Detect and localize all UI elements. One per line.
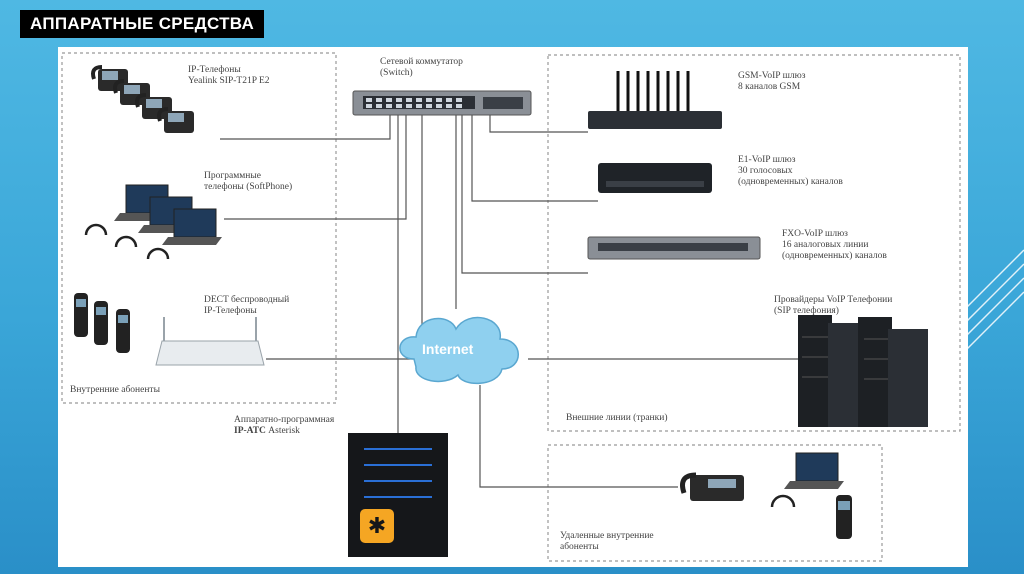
softphone-laptops-icon <box>114 184 222 245</box>
slide-title: АППАРАТНЫЕ СРЕДСТВА <box>20 10 265 38</box>
ip-phones-icon <box>91 65 194 133</box>
svg-text:✱: ✱ <box>368 513 386 538</box>
link-remote <box>479 385 678 488</box>
link-softphones <box>224 113 407 220</box>
fxo-gateway-icon <box>587 236 761 260</box>
remote-subscribers-frame <box>547 444 883 562</box>
e1-gateway-icon <box>598 163 712 193</box>
ip-phones-label: IP-Телефоны Yealink SIP-T21P E2 <box>188 65 270 86</box>
remote-headset-icon <box>770 494 796 508</box>
switch-label: Сетевой коммутатор (Switch) <box>380 57 463 78</box>
pbx-label: Аппаратно-программная IP-АТС Asterisk <box>234 415 335 436</box>
network-diagram: ✱ Сетевой коммутатор (Switch) IP-Телефон… <box>58 47 968 567</box>
internet-label: Internet <box>422 341 474 357</box>
dect-label: DECT беспроводный IP-Телефоны <box>204 295 290 316</box>
network-switch-icon <box>352 90 532 116</box>
decorative-stripes <box>954 249 1024 363</box>
server-rack-icon <box>798 315 928 427</box>
link-e1 <box>471 113 598 202</box>
link-gsm <box>489 113 588 133</box>
internal-group-label: Внутренние абоненты <box>70 385 160 395</box>
remote-dect-handset-icon <box>836 495 852 539</box>
link-fxo <box>461 113 588 274</box>
dect-base-station-icon <box>155 317 265 366</box>
e1-gateway-label: E1-VoIP шлюз 30 голосовых (одновременных… <box>738 155 843 187</box>
headsets-icon <box>84 223 170 260</box>
external-lines-frame <box>547 54 961 432</box>
remote-group-label: Удаленные внутренние абоненты <box>560 531 654 552</box>
link-ipphones <box>220 113 391 140</box>
fxo-gateway-label: FXO-VoIP шлюз 16 аналоговых линии (однов… <box>782 229 887 261</box>
softphones-label: Программные телефоны (SoftPhone) <box>204 171 293 192</box>
pbx-server-icon: ✱ <box>348 433 448 557</box>
gsm-gateway-label: GSM-VoIP шлюз 8 каналов GSM <box>738 71 806 92</box>
external-group-label: Внешние линии (транки) <box>566 413 668 423</box>
voip-providers-label: Провайдеры VoIP Телефонии (SIP телефония… <box>774 295 893 316</box>
dect-handsets-icon <box>74 293 130 353</box>
remote-laptop-icon <box>784 452 844 489</box>
gsm-gateway-icon <box>588 71 722 129</box>
diagram-canvas: ✱ <box>61 52 961 562</box>
remote-desk-phone-icon <box>680 472 744 501</box>
internet-cloud-icon <box>399 316 519 385</box>
